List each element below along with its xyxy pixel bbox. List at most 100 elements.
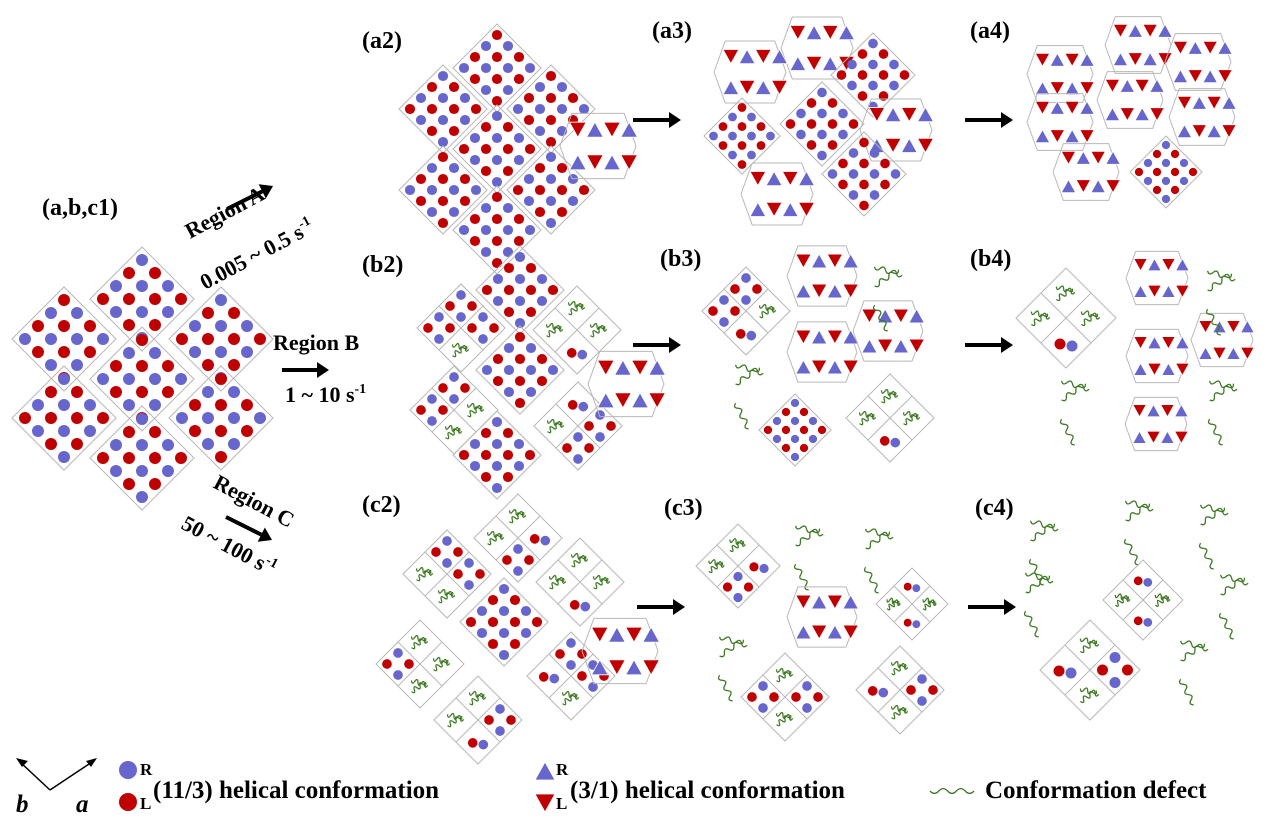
helix-3-1-R-triangle — [1075, 150, 1092, 165]
helix-11-3-L-dot — [538, 672, 549, 682]
helix-3-1-R-triangle — [1104, 106, 1121, 122]
helix-3-1-R-triangle — [568, 154, 587, 171]
helix-11-3-L-dot — [438, 405, 448, 415]
conformation-defect-chain — [717, 674, 733, 702]
helix-3-1-R-triangle — [1159, 430, 1175, 444]
helix-11-3-L-dot — [524, 449, 536, 461]
helix-11-3-L-dot — [1097, 664, 1108, 676]
transition-arrow-head — [669, 337, 681, 353]
helix-3-1-L-triangle — [826, 594, 844, 610]
helix-11-3-R-dot — [790, 434, 800, 444]
sub-cell-divider — [438, 305, 484, 351]
helix-11-3-R-dot — [514, 295, 526, 307]
helix-11-3-R-dot — [45, 333, 57, 345]
helix-3-1-domain-outline — [1190, 312, 1254, 368]
helix-3-1-L-triangle — [642, 659, 661, 676]
helix-3-1-R-triangle — [607, 626, 626, 643]
ordered-domain-outline — [89, 326, 195, 432]
helix-11-3-L-dot — [857, 91, 868, 101]
helix-11-3-R-dot — [123, 347, 135, 359]
helix-11-3-L-dot — [747, 692, 757, 702]
helix-3-1-R-triangle — [749, 201, 767, 217]
helix-3-1-R-triangle — [1119, 78, 1136, 93]
helix-11-3-R-dot — [534, 125, 546, 137]
helix-11-3-L-dot — [523, 114, 535, 126]
helix-11-3-R-dot — [536, 273, 548, 285]
conformation-defect-chain — [1154, 596, 1170, 607]
helix-11-3-L-dot — [431, 547, 441, 557]
helix-11-3-L-dot — [817, 425, 827, 435]
panel-label-b2: (b2) — [362, 252, 403, 278]
mixed-domain-outline — [473, 493, 563, 583]
helix-11-3-R-dot — [476, 627, 488, 639]
conformation-defect-chain — [734, 364, 764, 376]
conformation-defect-chain — [1198, 542, 1214, 570]
sub-cell-divider — [455, 697, 501, 743]
helix-11-3-L-dot — [806, 98, 817, 108]
helix-11-3-R-dot — [492, 295, 504, 307]
helix-11-3-L-dot — [536, 375, 548, 387]
sub-cell-divider — [723, 288, 769, 334]
helix-11-3-L-dot — [437, 173, 449, 185]
helix-11-3-L-dot — [718, 141, 728, 150]
sub-cell-divider — [762, 674, 808, 720]
conformation-defect-chain — [411, 637, 427, 650]
helix-11-3-L-dot — [215, 425, 227, 437]
helix-11-3-R-dot — [495, 704, 505, 714]
helix-11-3-L-dot — [136, 386, 148, 398]
helix-11-3-R-dot — [458, 62, 470, 74]
conformation-defect-chain — [1061, 383, 1087, 402]
transition-arrow-head — [257, 527, 272, 542]
helix-11-3-R-dot — [498, 605, 510, 617]
helix-11-3-L-dot — [162, 386, 174, 398]
transition-arrow-head — [673, 599, 685, 615]
helix-11-3-R-dot — [817, 129, 827, 140]
conformation-defect-chain — [1124, 500, 1154, 512]
helix-11-3-L-dot — [241, 399, 253, 411]
helix-3-1-L-triangle — [810, 624, 828, 640]
helix-11-3-R-dot — [525, 342, 537, 354]
helix-11-3-R-dot — [848, 190, 859, 200]
transition-arrow-head — [258, 184, 273, 199]
conformation-defect-chain — [865, 531, 891, 550]
helix-11-3-R-dot — [838, 129, 848, 140]
mixed-domain-outline — [855, 645, 945, 735]
helix-3-1-domain-outline — [559, 112, 637, 180]
helix-11-3-R-dot — [917, 674, 927, 684]
helix-11-3-R-dot — [573, 454, 583, 464]
helix-3-1-L-triangle — [1176, 95, 1193, 111]
ordered-domain-outline — [168, 365, 274, 471]
helix-11-3-L-dot — [503, 306, 515, 318]
helix-3-1-R-triangle — [1133, 284, 1148, 298]
helix-11-3-L-dot — [487, 638, 499, 650]
ordered-domain-outline — [821, 131, 907, 217]
helix-11-3-L-dot — [806, 119, 817, 129]
conformation-defect-chain — [416, 569, 432, 582]
helix-3-1-L-triangle — [738, 79, 756, 96]
helix-11-3-R-dot — [536, 295, 548, 307]
helix-11-3-R-dot — [868, 59, 878, 70]
helix-11-3-L-dot — [149, 426, 161, 438]
helix-11-3-R-dot — [456, 312, 466, 322]
helix-11-3-R-dot — [480, 62, 492, 74]
helix-11-3-L-dot — [502, 471, 514, 483]
helix-11-3-L-dot — [899, 70, 910, 80]
helix-11-3-L-dot — [136, 360, 148, 372]
helix-3-1-R-triangle — [585, 121, 604, 138]
conformation-defect-chain — [903, 413, 919, 426]
conformation-defect-chain — [452, 345, 468, 358]
helix-3-1-domain-outline — [740, 162, 814, 226]
helix-11-3-L-dot — [437, 151, 449, 163]
helix-11-3-L-dot — [32, 320, 44, 332]
legend-triangle-text: (3/1) helical conformation — [570, 777, 845, 804]
helix-3-1-R-triangle — [642, 626, 661, 643]
conformation-defect-chain — [509, 511, 525, 524]
helix-3-1-L-triangle — [1157, 52, 1173, 67]
helix-11-3-R-dot — [917, 696, 927, 706]
helix-11-3-L-dot — [859, 158, 869, 169]
helix-11-3-R-dot — [491, 460, 503, 472]
helix-3-1-R-triangle — [1198, 346, 1213, 360]
helix-3-1-R-triangle — [1187, 40, 1204, 55]
helix-11-3-R-dot — [480, 84, 492, 96]
ordered-domain-outline — [89, 246, 195, 352]
